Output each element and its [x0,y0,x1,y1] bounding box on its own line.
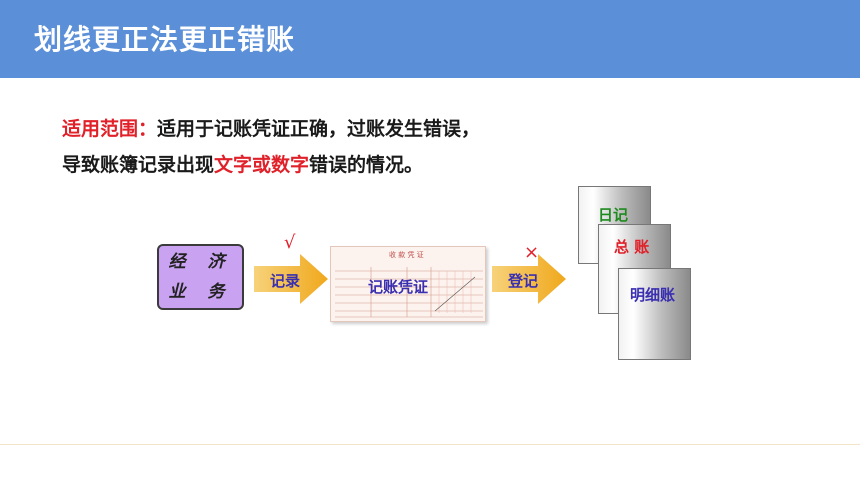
business-box: 经 济 业 务 [157,244,244,310]
page-title: 划线更正法更正错账 [34,23,296,56]
condition-post: 错误的情况。 [309,154,424,176]
condition-pre: 导致账簿记录出现 [62,154,215,176]
condition-highlight: 文字或数字 [214,154,310,176]
record-arrow [254,254,328,304]
voucher-image: 收 款 凭 证 [330,246,486,322]
footer-divider [0,444,860,445]
business-label: 经 济 业 务 [168,252,233,302]
scope-label: 适用范围： [62,118,158,140]
post-label: 登记 [508,272,539,290]
voucher-form-graphic: 收 款 凭 证 [335,250,483,318]
book-subsidiary-label: 明细账 [630,286,676,304]
title-bar: 划线更正法更正错账 [0,0,860,78]
condition-line: 导致账簿记录出现文字或数字错误的情况。 [62,150,423,177]
book-subsidiary-ledger [618,268,691,360]
post-arrow [492,254,566,304]
check-mark: √ [284,232,296,253]
scope-line: 适用范围：适用于记账凭证正确，过账发生错误， [62,114,480,141]
book-general-label: 总 账 [614,238,650,256]
voucher-title: 收 款 凭 证 [389,250,424,259]
record-label: 记录 [270,272,301,290]
scope-text: 适用于记账凭证正确，过账发生错误， [157,118,481,140]
book-journal-label: 日记 [598,206,629,224]
cross-mark: × [524,242,540,263]
voucher-label: 记账凭证 [368,278,429,296]
